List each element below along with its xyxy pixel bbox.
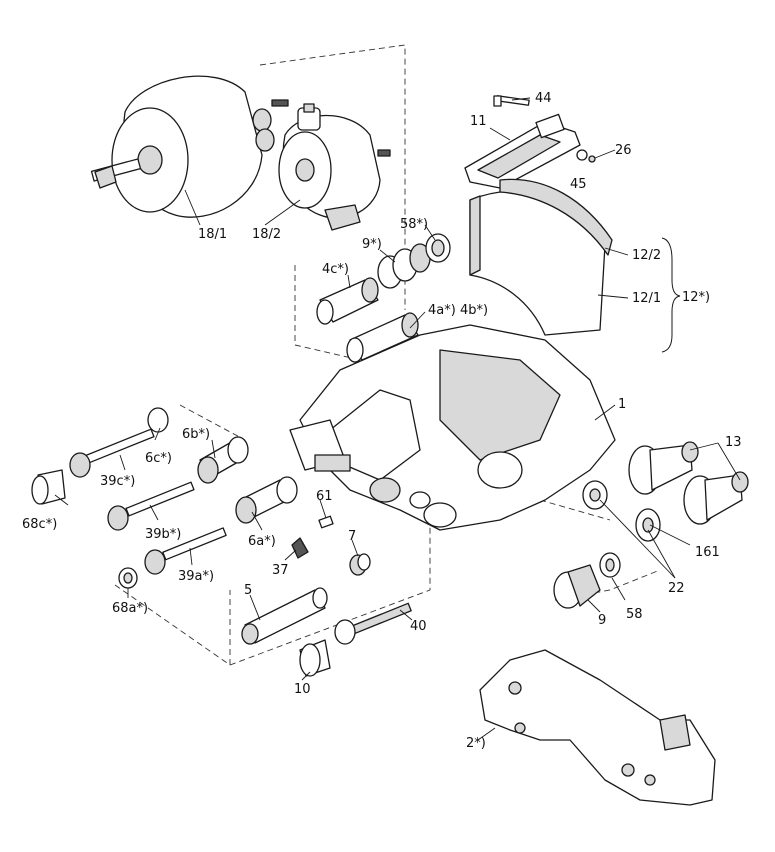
callout-58-upper: 58*) [400, 217, 428, 232]
cap-10 [299, 639, 331, 677]
callout-9-lower: 9 [598, 613, 606, 628]
callout-1: 1 [618, 397, 626, 412]
washer-26-45 [576, 149, 596, 163]
callout-37: 37 [272, 563, 289, 578]
callout-labels: 44 11 26 45 18/1 18/2 58*) 9*) 4c*) 4a*)… [22, 91, 742, 751]
callout-68c: 68c*) [22, 517, 57, 532]
callout-13: 13 [725, 435, 742, 450]
caliper-housing-1 [289, 324, 616, 531]
carrier-2 [479, 649, 716, 806]
callout-18-2: 18/2 [252, 227, 281, 242]
callout-4c: 4c*) [322, 262, 349, 277]
brake-pad-12-2 [499, 178, 613, 256]
callout-12-2: 12/2 [632, 248, 661, 263]
callout-61: 61 [316, 489, 333, 504]
seal-58-lower [599, 552, 621, 578]
part-61 [318, 515, 334, 529]
callout-44: 44 [535, 91, 552, 106]
bushing-6c [147, 407, 169, 433]
callout-18-1: 18/1 [198, 227, 227, 242]
callout-161: 161 [695, 545, 720, 560]
bolt-39b [107, 481, 195, 531]
bolt-39c [69, 428, 155, 478]
callout-10: 10 [294, 682, 311, 697]
bolt-40 [334, 602, 412, 645]
bolt-39a [144, 527, 227, 575]
brake-chamber-18-2 [278, 103, 391, 231]
callout-40: 40 [410, 619, 427, 634]
pad-retainer-11 [464, 113, 581, 189]
guide-pin-5 [241, 587, 328, 645]
callout-68a: 68a*) [112, 601, 148, 616]
callout-39a: 39a*) [178, 569, 214, 584]
brake-chamber-18-1 [90, 75, 289, 218]
bushing-6b [197, 436, 249, 484]
callout-12-1: 12/1 [632, 291, 661, 306]
boot-9-upper [377, 243, 431, 289]
callout-22: 22 [668, 581, 685, 596]
leader-lines [54, 97, 741, 741]
boot-9-lower [553, 564, 601, 609]
callout-11: 11 [470, 114, 487, 129]
callout-39c: 39c*) [100, 474, 135, 489]
callout-6c: 6c*) [145, 451, 172, 466]
bellows-13-lower [683, 471, 749, 525]
callout-5: 5 [244, 583, 252, 598]
bellows-13-upper [628, 441, 699, 495]
callout-12: 12*) [682, 290, 710, 305]
adjuster-4a-4b [346, 312, 419, 363]
part-37 [291, 537, 309, 559]
bushing-6a [235, 476, 298, 524]
callout-6b: 6b*) [182, 427, 210, 442]
seal-22-upper [582, 480, 608, 510]
sleeve-7 [349, 553, 371, 576]
seal-161 [635, 508, 661, 542]
callout-9-upper: 9*) [362, 237, 382, 252]
callout-39b: 39b*) [145, 527, 181, 542]
bolt-44 [493, 95, 530, 107]
assembly-guides [114, 44, 661, 666]
brace-12 [661, 237, 681, 353]
adjuster-4c [316, 277, 379, 325]
seal-58-upper [425, 233, 451, 263]
callout-2: 2*) [466, 736, 486, 751]
callout-58-lower: 58 [626, 607, 643, 622]
callout-4a-4b: 4a*) 4b*) [428, 303, 488, 318]
cap-68c [31, 469, 66, 505]
cap-68a [118, 567, 138, 589]
callout-26: 26 [615, 143, 632, 158]
callout-6a: 6a*) [248, 534, 276, 549]
callout-7: 7 [348, 529, 356, 544]
callout-45: 45 [570, 177, 587, 192]
